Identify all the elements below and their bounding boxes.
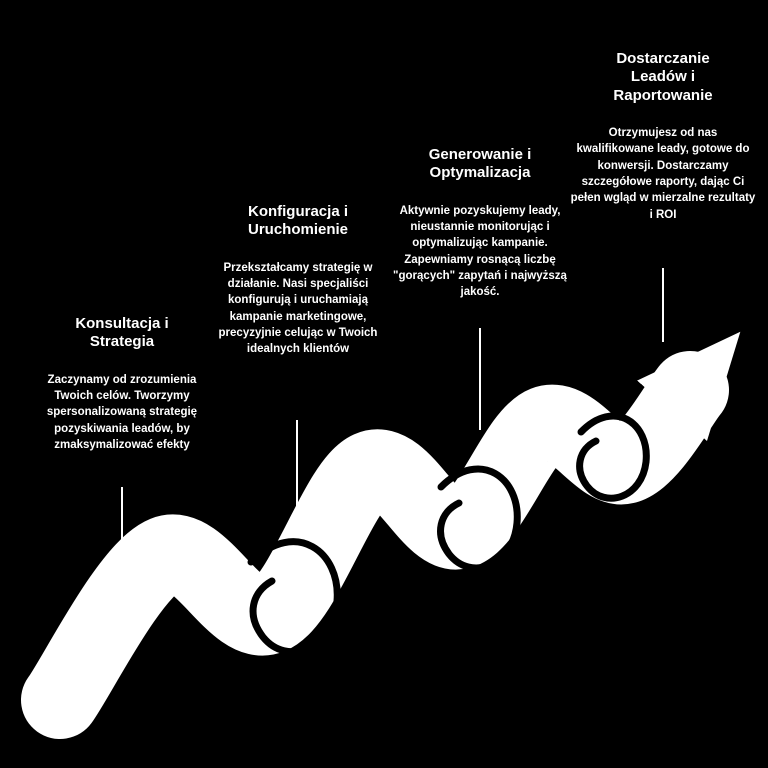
step-description: Otrzymujesz od nas kwalifikowane leady, … xyxy=(570,126,756,221)
step-1-connector-line xyxy=(121,487,123,545)
step-title: Konsultacja i Strategia xyxy=(75,315,169,351)
step-consulting-strategy: Konsultacja i Strategia Zaczynamy od zro… xyxy=(30,315,214,453)
wave-ribbon-path xyxy=(21,331,741,739)
step-lead-delivery-reporting: Dostarczanie Leadów i Raportowanie Otrzy… xyxy=(570,50,756,223)
step-title: Generowanie i Optymalizacja xyxy=(428,146,532,182)
step-3-connector-line xyxy=(479,328,481,430)
step-title: Konfiguracja i Uruchomienie xyxy=(247,203,349,239)
step-description: Przekształcamy strategię w działanie. Na… xyxy=(218,261,378,356)
step-description: Aktywnie pozyskujemy leady, nieustannie … xyxy=(393,204,567,299)
step-generation-optimization: Generowanie i Optymalizacja Aktywnie poz… xyxy=(391,146,569,301)
step-title: Dostarczanie Leadów i Raportowanie xyxy=(613,50,713,104)
step-2-connector-line xyxy=(296,420,298,516)
ribbon-fold-line-3 xyxy=(576,412,650,502)
ribbon-fold-line-1 xyxy=(247,538,341,656)
step-description: Zaczynamy od zrozumienia Twoich celów. T… xyxy=(46,373,198,451)
ribbon-fold-line-2 xyxy=(437,465,521,572)
step-configuration-launch: Konfiguracja i Uruchomienie Przekształca… xyxy=(209,203,387,358)
step-4-connector-line xyxy=(662,268,664,342)
